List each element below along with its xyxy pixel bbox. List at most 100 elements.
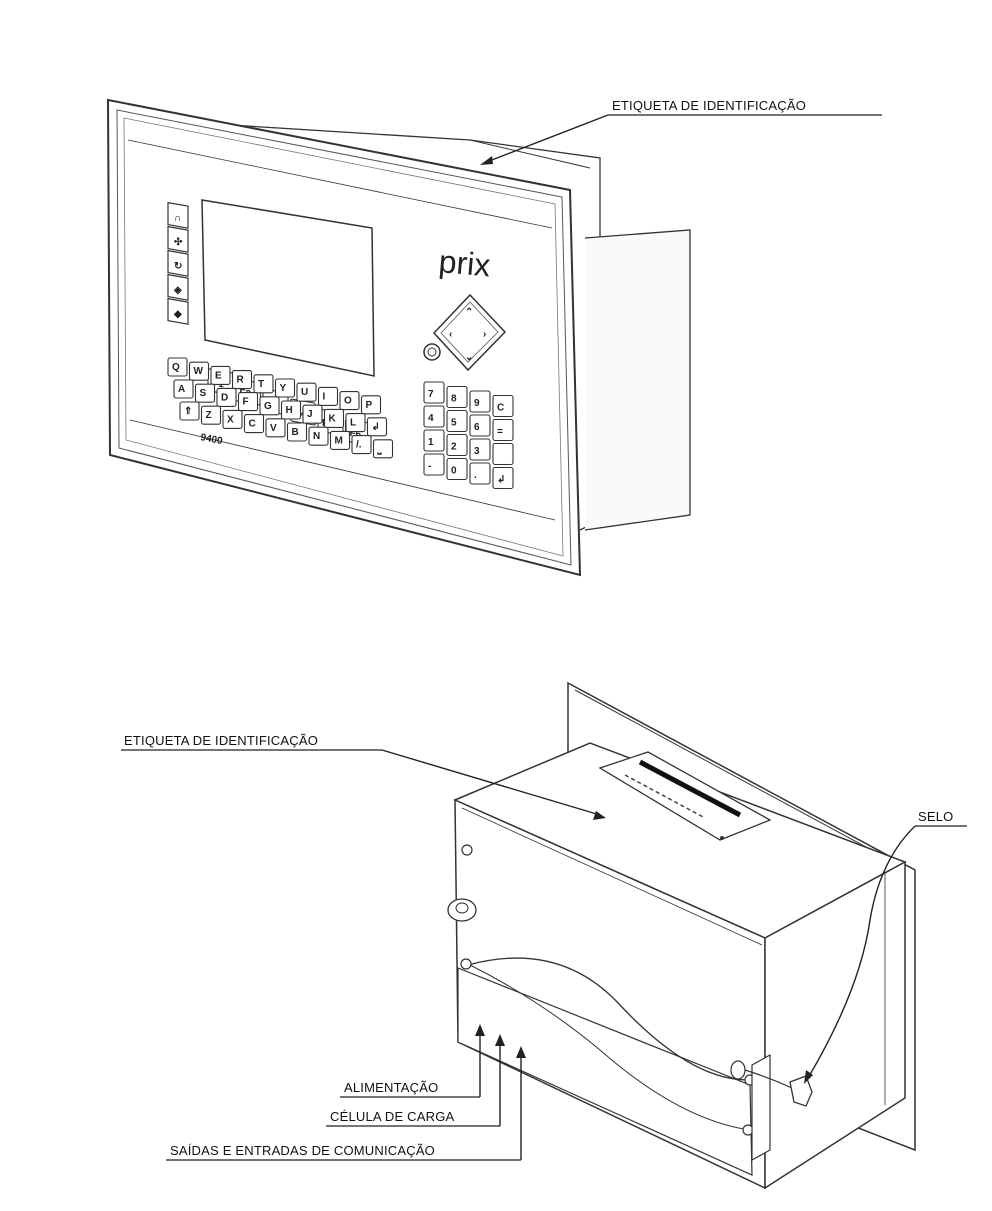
- numpad-key-2-0-cap[interactable]: [423, 429, 445, 452]
- nav-diamond[interactable]: [432, 293, 507, 372]
- numpad-group-r2c0[interactable]: 1: [423, 429, 445, 452]
- key-0-9[interactable]: P: [360, 395, 382, 415]
- key-group-r2c8[interactable]: /.: [351, 435, 372, 455]
- key-0-6-cap[interactable]: [296, 382, 317, 402]
- numpad-key-0-3[interactable]: C: [492, 394, 514, 418]
- numpad-key-2-1-cap[interactable]: [446, 433, 468, 457]
- key-group-r0c3[interactable]: R: [231, 370, 253, 390]
- numpad-group-r2c1[interactable]: 2: [446, 433, 468, 457]
- key-1-3-cap[interactable]: [237, 392, 259, 412]
- key-0-8-cap[interactable]: [339, 391, 360, 411]
- key-0-1[interactable]: W: [188, 361, 210, 381]
- key-1-0[interactable]: A: [173, 379, 194, 399]
- key-0-2[interactable]: E: [210, 365, 231, 385]
- key-2-1-cap[interactable]: [200, 405, 222, 425]
- key-1-2[interactable]: D: [216, 387, 237, 407]
- numpad-key-3-3-cap[interactable]: [492, 466, 514, 490]
- side-key-1[interactable]: [167, 201, 189, 229]
- key-0-8[interactable]: O: [339, 391, 360, 411]
- numpad-key-3-1-cap[interactable]: [446, 457, 468, 481]
- key-0-9-cap[interactable]: [360, 395, 382, 415]
- key-2-8[interactable]: /.: [351, 435, 372, 455]
- key-2-2-cap[interactable]: [222, 409, 243, 429]
- key-group-r2c4[interactable]: V: [265, 418, 286, 438]
- key-2-3[interactable]: C: [243, 414, 265, 434]
- key-group-r0c1[interactable]: W: [188, 361, 210, 381]
- key-1-9-cap[interactable]: [366, 417, 388, 437]
- key-group-r0c2[interactable]: E: [210, 365, 231, 385]
- key-1-9[interactable]: ↲: [366, 417, 388, 437]
- numpad-group-r0c0[interactable]: 7: [423, 381, 445, 404]
- key-1-4[interactable]: G: [259, 396, 280, 416]
- key-group-r0c6[interactable]: U: [296, 382, 317, 402]
- key-group-r2c7[interactable]: M: [329, 430, 351, 450]
- key-2-4-cap[interactable]: [265, 418, 286, 438]
- side-key-4[interactable]: [167, 273, 189, 301]
- key-1-6[interactable]: J: [302, 404, 323, 424]
- key-0-4[interactable]: T: [253, 374, 274, 394]
- key-group-r0c9[interactable]: P: [360, 395, 382, 415]
- numpad-key-0-2[interactable]: 9: [469, 390, 491, 413]
- numpad-key-0-0-cap[interactable]: [423, 381, 445, 404]
- key-0-4-cap[interactable]: [253, 374, 274, 394]
- key-0-6[interactable]: U: [296, 382, 317, 402]
- key-0-5[interactable]: Y: [274, 378, 296, 398]
- numpad-key-3-3[interactable]: ↲: [492, 466, 514, 490]
- key-group-r1c0[interactable]: A: [173, 379, 194, 399]
- key-2-6[interactable]: N: [308, 426, 329, 446]
- key-group-r2c6[interactable]: N: [308, 426, 329, 446]
- numpad-key-0-1[interactable]: 8: [446, 385, 468, 409]
- numpad-key-0-1-cap[interactable]: [446, 385, 468, 409]
- numpad-key-2-2-cap[interactable]: [469, 438, 491, 461]
- numpad-key-2-3[interactable]: [492, 442, 514, 466]
- key-0-0-cap[interactable]: [167, 357, 188, 377]
- numpad-key-1-2[interactable]: 6: [469, 414, 491, 437]
- numpad-group-r1c2[interactable]: 6: [469, 414, 491, 437]
- key-0-7[interactable]: I: [317, 386, 339, 406]
- key-1-6-cap[interactable]: [302, 404, 323, 424]
- numpad-key-1-1[interactable]: 5: [446, 409, 468, 433]
- key-group-r1c2[interactable]: D: [216, 387, 237, 407]
- key-1-5[interactable]: H: [280, 400, 302, 420]
- numpad-key-3-2-cap[interactable]: [469, 462, 491, 485]
- key-group-r0c8[interactable]: O: [339, 391, 360, 411]
- numpad-key-2-1[interactable]: 2: [446, 433, 468, 457]
- key-1-8[interactable]: L: [345, 413, 366, 433]
- numpad-key-3-2[interactable]: .: [469, 462, 491, 485]
- key-2-2[interactable]: X: [222, 409, 243, 429]
- key-2-1[interactable]: Z: [200, 405, 222, 425]
- key-0-2-cap[interactable]: [210, 365, 231, 385]
- key-2-4[interactable]: V: [265, 418, 286, 438]
- key-group-r1c5[interactable]: H: [280, 400, 302, 420]
- key-group-r2c2[interactable]: X: [222, 409, 243, 429]
- numpad-group-r3c1[interactable]: 0: [446, 457, 468, 481]
- key-1-8-cap[interactable]: [345, 413, 366, 433]
- key-2-0-cap[interactable]: [179, 401, 200, 421]
- key-1-1[interactable]: S: [194, 383, 216, 403]
- numpad-key-1-3-cap[interactable]: [492, 418, 514, 442]
- numpad-group-r2c3[interactable]: [492, 442, 514, 466]
- key-2-9[interactable]: ⎵: [372, 439, 394, 459]
- key-group-r0c5[interactable]: Y: [274, 378, 296, 398]
- key-1-5-cap[interactable]: [280, 400, 302, 420]
- numpad-key-2-2[interactable]: 3: [469, 438, 491, 461]
- key-2-5[interactable]: B: [286, 422, 308, 442]
- key-group-r1c8[interactable]: L: [345, 413, 366, 433]
- key-2-0[interactable]: ⇑: [179, 401, 200, 421]
- key-group-r1c4[interactable]: G: [259, 396, 280, 416]
- numpad-key-0-0[interactable]: 7: [423, 381, 445, 404]
- power-button[interactable]: [423, 343, 441, 361]
- numpad-group-r3c3[interactable]: ↲: [492, 466, 514, 490]
- key-group-r2c3[interactable]: C: [243, 414, 265, 434]
- numpad-key-1-0-cap[interactable]: [423, 405, 445, 428]
- key-0-3[interactable]: R: [231, 370, 253, 390]
- key-group-r0c7[interactable]: I: [317, 386, 339, 406]
- key-1-4-cap[interactable]: [259, 396, 280, 416]
- numpad-key-1-0[interactable]: 4: [423, 405, 445, 428]
- key-0-1-cap[interactable]: [188, 361, 210, 381]
- numpad-group-r0c3[interactable]: C: [492, 394, 514, 418]
- key-0-5-cap[interactable]: [274, 378, 296, 398]
- numpad-key-0-3-cap[interactable]: [492, 394, 514, 418]
- numpad-key-0-2-cap[interactable]: [469, 390, 491, 413]
- numpad-group-r0c2[interactable]: 9: [469, 390, 491, 413]
